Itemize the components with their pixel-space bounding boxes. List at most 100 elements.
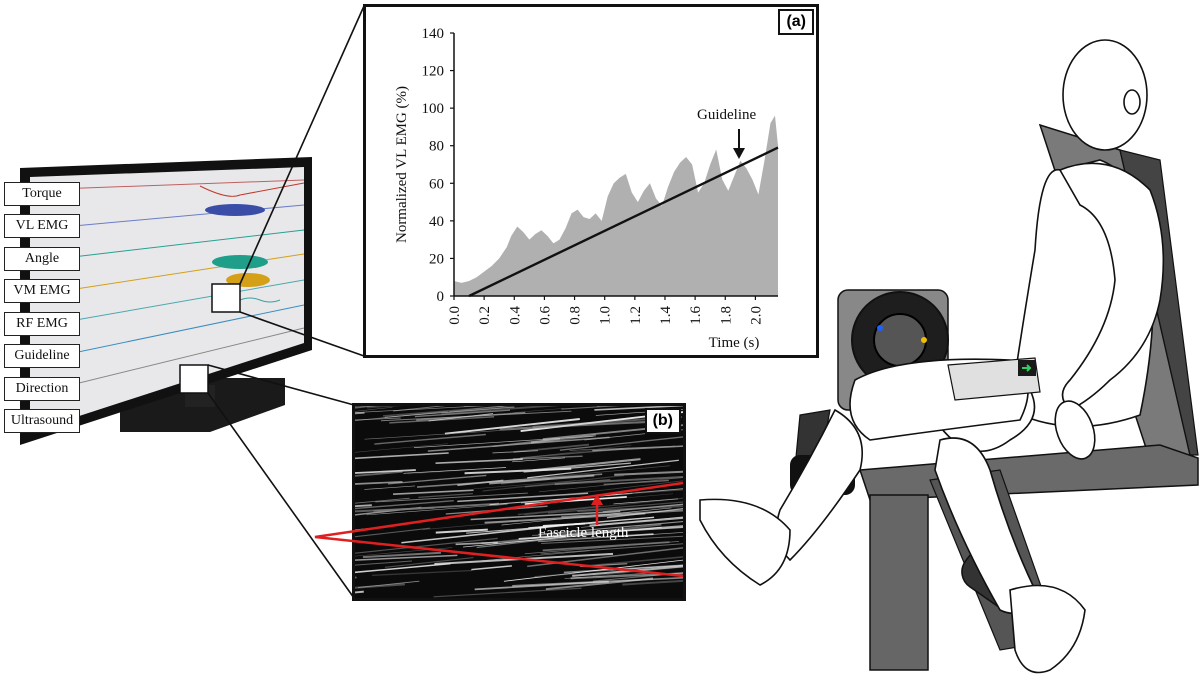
ultrasound-streak xyxy=(520,447,630,459)
ultrasound-streak xyxy=(561,406,621,410)
x-tick-label: 2.0 xyxy=(748,306,764,325)
ultrasound-streak xyxy=(441,406,561,415)
ultrasound-streak xyxy=(433,587,582,598)
y-axis-title: Normalized VL EMG (%) xyxy=(394,86,410,243)
y-tick-label: 80 xyxy=(429,139,444,155)
ultrasound-streak xyxy=(355,406,393,412)
ultrasound-streak xyxy=(355,470,403,477)
ultrasound-streak xyxy=(426,550,590,566)
ultrasound-streak xyxy=(384,406,515,418)
ultrasound-streak xyxy=(357,580,420,589)
ultrasound-streak xyxy=(355,417,401,421)
ultrasound-strap xyxy=(947,357,1041,401)
ultrasound-streak xyxy=(512,457,566,463)
x-tick-label: 0.6 xyxy=(537,306,553,325)
ultrasound-streak xyxy=(382,406,504,417)
chair-pillar xyxy=(869,494,929,671)
panel-a-tag: (a) xyxy=(778,9,814,35)
chair-seat xyxy=(858,444,1199,501)
vl-emg-burst xyxy=(205,204,265,216)
ultrasound-streak xyxy=(355,576,357,579)
rf-emg-trace xyxy=(239,297,281,303)
ultrasound-streak xyxy=(622,579,683,586)
ultrasound-streak xyxy=(355,527,431,538)
x-axis-title: Time (s) xyxy=(709,335,760,351)
ultrasound-streak xyxy=(527,459,679,479)
ultrasound-streak xyxy=(413,435,594,448)
fascicle-length-label: Fascicle length xyxy=(538,525,629,541)
y-tick-label: 100 xyxy=(422,101,445,117)
dynamometer-led-yellow xyxy=(921,337,927,343)
ultrasound-streak xyxy=(408,468,481,475)
zoom-square-emg xyxy=(211,283,241,313)
ultrasound-streak xyxy=(559,436,683,451)
ultrasound-streak xyxy=(392,406,446,412)
guideline-arrow-head xyxy=(733,148,745,159)
x-tick-label: 1.8 xyxy=(718,306,734,325)
ultrasound-streak xyxy=(389,416,495,424)
channel-label: Guideline xyxy=(4,344,80,368)
ultrasound-streak xyxy=(499,420,658,431)
y-tick-label: 140 xyxy=(422,26,445,42)
ultrasound-streak xyxy=(620,493,674,499)
panel-b-tag: (b) xyxy=(644,408,681,434)
guideline-annotation: Guideline xyxy=(697,107,757,123)
channel-label: VL EMG xyxy=(4,214,80,238)
ultrasound-streak xyxy=(594,406,683,411)
ultrasound-streak xyxy=(512,455,583,460)
ultrasound-streak xyxy=(355,443,448,453)
mannequin-foot-left xyxy=(699,498,791,586)
channel-label: Ultrasound xyxy=(4,409,80,433)
emg-area-series xyxy=(454,115,778,297)
ultrasound-streak xyxy=(614,470,683,476)
channel-label: Angle xyxy=(4,247,80,271)
ultrasound-streak xyxy=(513,443,590,453)
ultrasound-streak xyxy=(435,458,523,464)
ultrasound-streak xyxy=(355,406,487,413)
channel-label: RF EMG xyxy=(4,312,80,336)
y-tick-label: 120 xyxy=(422,64,445,80)
ultrasound-streak xyxy=(427,436,610,452)
channel-label: Direction xyxy=(4,377,80,401)
ultrasound-streak xyxy=(492,437,561,448)
ultrasound-streak xyxy=(355,452,449,460)
ultrasound-streak xyxy=(355,590,364,594)
ultrasound-streak xyxy=(372,569,472,576)
ultrasound-streak xyxy=(355,410,449,422)
panel-b-ultrasound: (b) xyxy=(352,403,686,601)
zoom-square-ultrasound xyxy=(179,364,209,394)
ultrasound-streak xyxy=(355,560,412,566)
mannequin xyxy=(699,39,1165,674)
ultrasound-streak xyxy=(512,408,564,413)
ultrasound-streak xyxy=(532,458,641,472)
angle-burst xyxy=(212,255,268,269)
ultrasound-streak xyxy=(355,469,416,474)
ultrasound-streak xyxy=(355,406,378,409)
ultrasound-streak xyxy=(374,433,486,445)
ultrasound-streak xyxy=(512,576,683,587)
x-tick-label: 1.4 xyxy=(658,306,674,325)
ultrasound-streak xyxy=(364,426,557,440)
monitor-screen xyxy=(30,167,304,432)
ultrasound-streak xyxy=(592,445,683,452)
x-tick-label: 0.4 xyxy=(507,306,523,325)
ultrasound-streak xyxy=(364,485,416,490)
guideline-series-line xyxy=(468,146,779,298)
ultrasound-streak xyxy=(464,467,572,475)
ultrasound-streak xyxy=(449,406,508,413)
y-tick-label: 60 xyxy=(429,176,444,192)
ultrasound-streak xyxy=(534,573,575,578)
mannequin-head xyxy=(1062,39,1148,151)
dynamometer-led-blue xyxy=(877,325,883,331)
y-tick-label: 0 xyxy=(437,289,445,305)
x-tick-label: 1.6 xyxy=(688,306,704,325)
mannequin-lower-leg-left xyxy=(775,408,864,562)
x-tick-label: 0.2 xyxy=(477,306,493,325)
ultrasound-streak xyxy=(414,409,510,418)
y-tick-label: 20 xyxy=(429,251,444,267)
ultrasound-streak xyxy=(471,565,512,571)
ultrasound-streak xyxy=(355,583,405,589)
ultrasound-streak xyxy=(355,411,365,415)
